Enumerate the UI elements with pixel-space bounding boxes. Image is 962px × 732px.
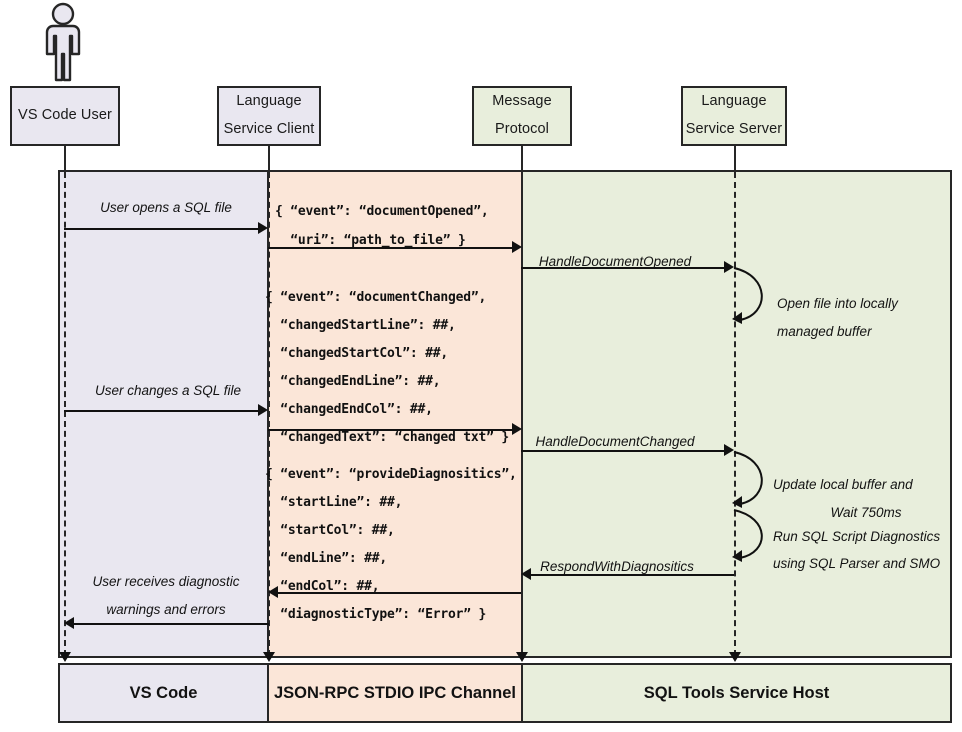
- lifeline-message-protocol: [521, 172, 523, 656]
- message-arrowhead-document-opened-to-protocol: [512, 241, 522, 253]
- participant-language-service-client[interactable]: Language Service Client: [217, 86, 321, 146]
- message-arrowhead-handle-document-changed: [724, 444, 734, 456]
- self-loop-run-diagnostics: [732, 509, 763, 562]
- participant-vs-code-user[interactable]: VS Code User: [10, 86, 120, 146]
- message-arrowhead-handle-document-opened: [724, 261, 734, 273]
- payload-document-opened-line-1: “uri”: “path_to_file” }: [275, 233, 466, 248]
- message-arrow-user-opens-file: [64, 228, 259, 230]
- payload-provide-diagnostics-line-3: “endLine”: ##,: [265, 551, 388, 566]
- message-arrowhead-user-changes-file: [258, 404, 268, 416]
- band-sql-tools-service-host: [521, 170, 952, 658]
- self-note-open-file-line2: managed buffer: [777, 324, 872, 339]
- message-arrow-user-receives-diagnostics: [74, 623, 269, 625]
- self-note-run-diagnostics-line2: using SQL Parser and SMO: [773, 556, 941, 571]
- message-arrowhead-user-receives-diagnostics: [64, 617, 74, 629]
- band-vs-code: [58, 170, 269, 658]
- vs-code-user-actor-icon: [45, 2, 81, 82]
- message-arrow-diagnostics-to-client: [278, 592, 521, 594]
- lifeline-vs-code-user: [64, 172, 66, 656]
- user-receives-label-line1: User receives diagnostic: [92, 574, 240, 589]
- footer-label: JSON-RPC STDIO IPC Channel: [273, 683, 517, 702]
- payload-document-changed-line-3: “changedEndLine”: ##,: [265, 374, 441, 389]
- message-arrowhead-diagnostics-to-client: [268, 586, 278, 598]
- self-note-update-buffer-line1: Update local buffer and: [773, 477, 913, 492]
- message-arrow-handle-document-changed: [521, 450, 724, 452]
- lifeline-end-arrow-language-service-server: [729, 652, 741, 662]
- participant-label-line1: Language: [236, 93, 302, 110]
- participant-language-service-server[interactable]: Language Service Server: [681, 86, 787, 146]
- lifeline-stub-language-service-client: [268, 146, 270, 172]
- message-label-user-changes-file: User changes a SQL file: [94, 383, 242, 398]
- self-note-update-buffer-line2: Wait 750ms: [830, 505, 902, 520]
- lifeline-stub-language-service-server: [734, 146, 736, 172]
- message-arrowhead-respond-with-diagnostics: [521, 568, 531, 580]
- payload-provide-diagnostics-line-2: “startCol”: ##,: [265, 523, 395, 538]
- participant-label-line1: Language: [701, 93, 767, 110]
- payload-document-changed-line-0: { “event”: “documentChanged”,: [265, 290, 487, 305]
- payload-document-changed-line-2: “changedStartCol”: ##,: [265, 346, 449, 361]
- lifeline-language-service-server: [734, 172, 736, 656]
- message-label-handle-document-changed: HandleDocumentChanged: [535, 434, 695, 449]
- message-arrow-document-changed-to-protocol: [268, 429, 513, 431]
- footer-vs-code[interactable]: VS Code: [58, 663, 269, 723]
- self-loop-update-buffer: [732, 451, 763, 508]
- lifeline-language-service-client: [268, 172, 270, 656]
- participant-label-line2: Protocol: [495, 121, 549, 137]
- lifeline-end-arrow-vs-code-user: [59, 652, 71, 662]
- payload-document-changed-line-1: “changedStartLine”: ##,: [265, 318, 456, 333]
- band-ipc-channel: [267, 170, 523, 658]
- message-arrow-handle-document-opened: [521, 267, 724, 269]
- payload-document-changed-line-5: “changedText”: “changed txt” }: [265, 430, 510, 445]
- message-label-user-opens-file: User opens a SQL file: [100, 200, 232, 215]
- message-arrow-document-opened-to-protocol: [268, 247, 513, 249]
- footer-json-rpc-stdio-ipc-channel[interactable]: JSON-RPC STDIO IPC Channel: [267, 663, 523, 723]
- participant-message-protocol[interactable]: Message Protocol: [472, 86, 572, 146]
- lifeline-stub-message-protocol: [521, 146, 523, 172]
- footer-label: VS Code: [129, 683, 198, 702]
- participant-label-line1: Message: [492, 93, 552, 110]
- footer-label: SQL Tools Service Host: [643, 683, 830, 702]
- message-arrowhead-user-opens-file: [258, 222, 268, 234]
- footer-sql-tools-service-host[interactable]: SQL Tools Service Host: [521, 663, 952, 723]
- user-receives-label-line2: warnings and errors: [106, 602, 226, 617]
- payload-document-changed-line-4: “changedEndCol”: ##,: [265, 402, 433, 417]
- payload-provide-diagnostics-line-0: { “event”: “provideDiagnositics”,: [265, 467, 517, 482]
- lifeline-end-arrow-language-service-client: [263, 652, 275, 662]
- participant-label-line2: Service Client: [223, 121, 315, 137]
- message-label-handle-document-opened: HandleDocumentOpened: [538, 254, 692, 269]
- payload-provide-diagnostics-line-4: “endCol”: ##,: [265, 579, 380, 594]
- self-note-run-diagnostics-line1: Run SQL Script Diagnostics: [773, 529, 941, 544]
- message-arrow-respond-with-diagnostics: [531, 574, 734, 576]
- payload-provide-diagnostics-line-5: “diagnosticType”: “Error” }: [265, 607, 487, 622]
- message-label-respond-with-diagnostics: RespondWithDiagnositics: [540, 559, 694, 574]
- participant-label-line2: Service Server: [685, 121, 783, 137]
- message-arrow-user-changes-file: [64, 410, 259, 412]
- payload-provide-diagnostics-line-1: “startLine”: ##,: [265, 495, 403, 510]
- payload-document-opened-line-0: { “event”: “documentOpened”,: [275, 204, 489, 219]
- message-arrowhead-document-changed-to-protocol: [512, 423, 522, 435]
- participant-label-line1: VS Code User: [18, 107, 112, 124]
- self-loop-open-file: [732, 267, 763, 324]
- self-note-open-file-line1: Open file into locally: [777, 296, 898, 311]
- lifeline-end-arrow-message-protocol: [516, 652, 528, 662]
- lifeline-stub-vs-code-user: [64, 146, 66, 172]
